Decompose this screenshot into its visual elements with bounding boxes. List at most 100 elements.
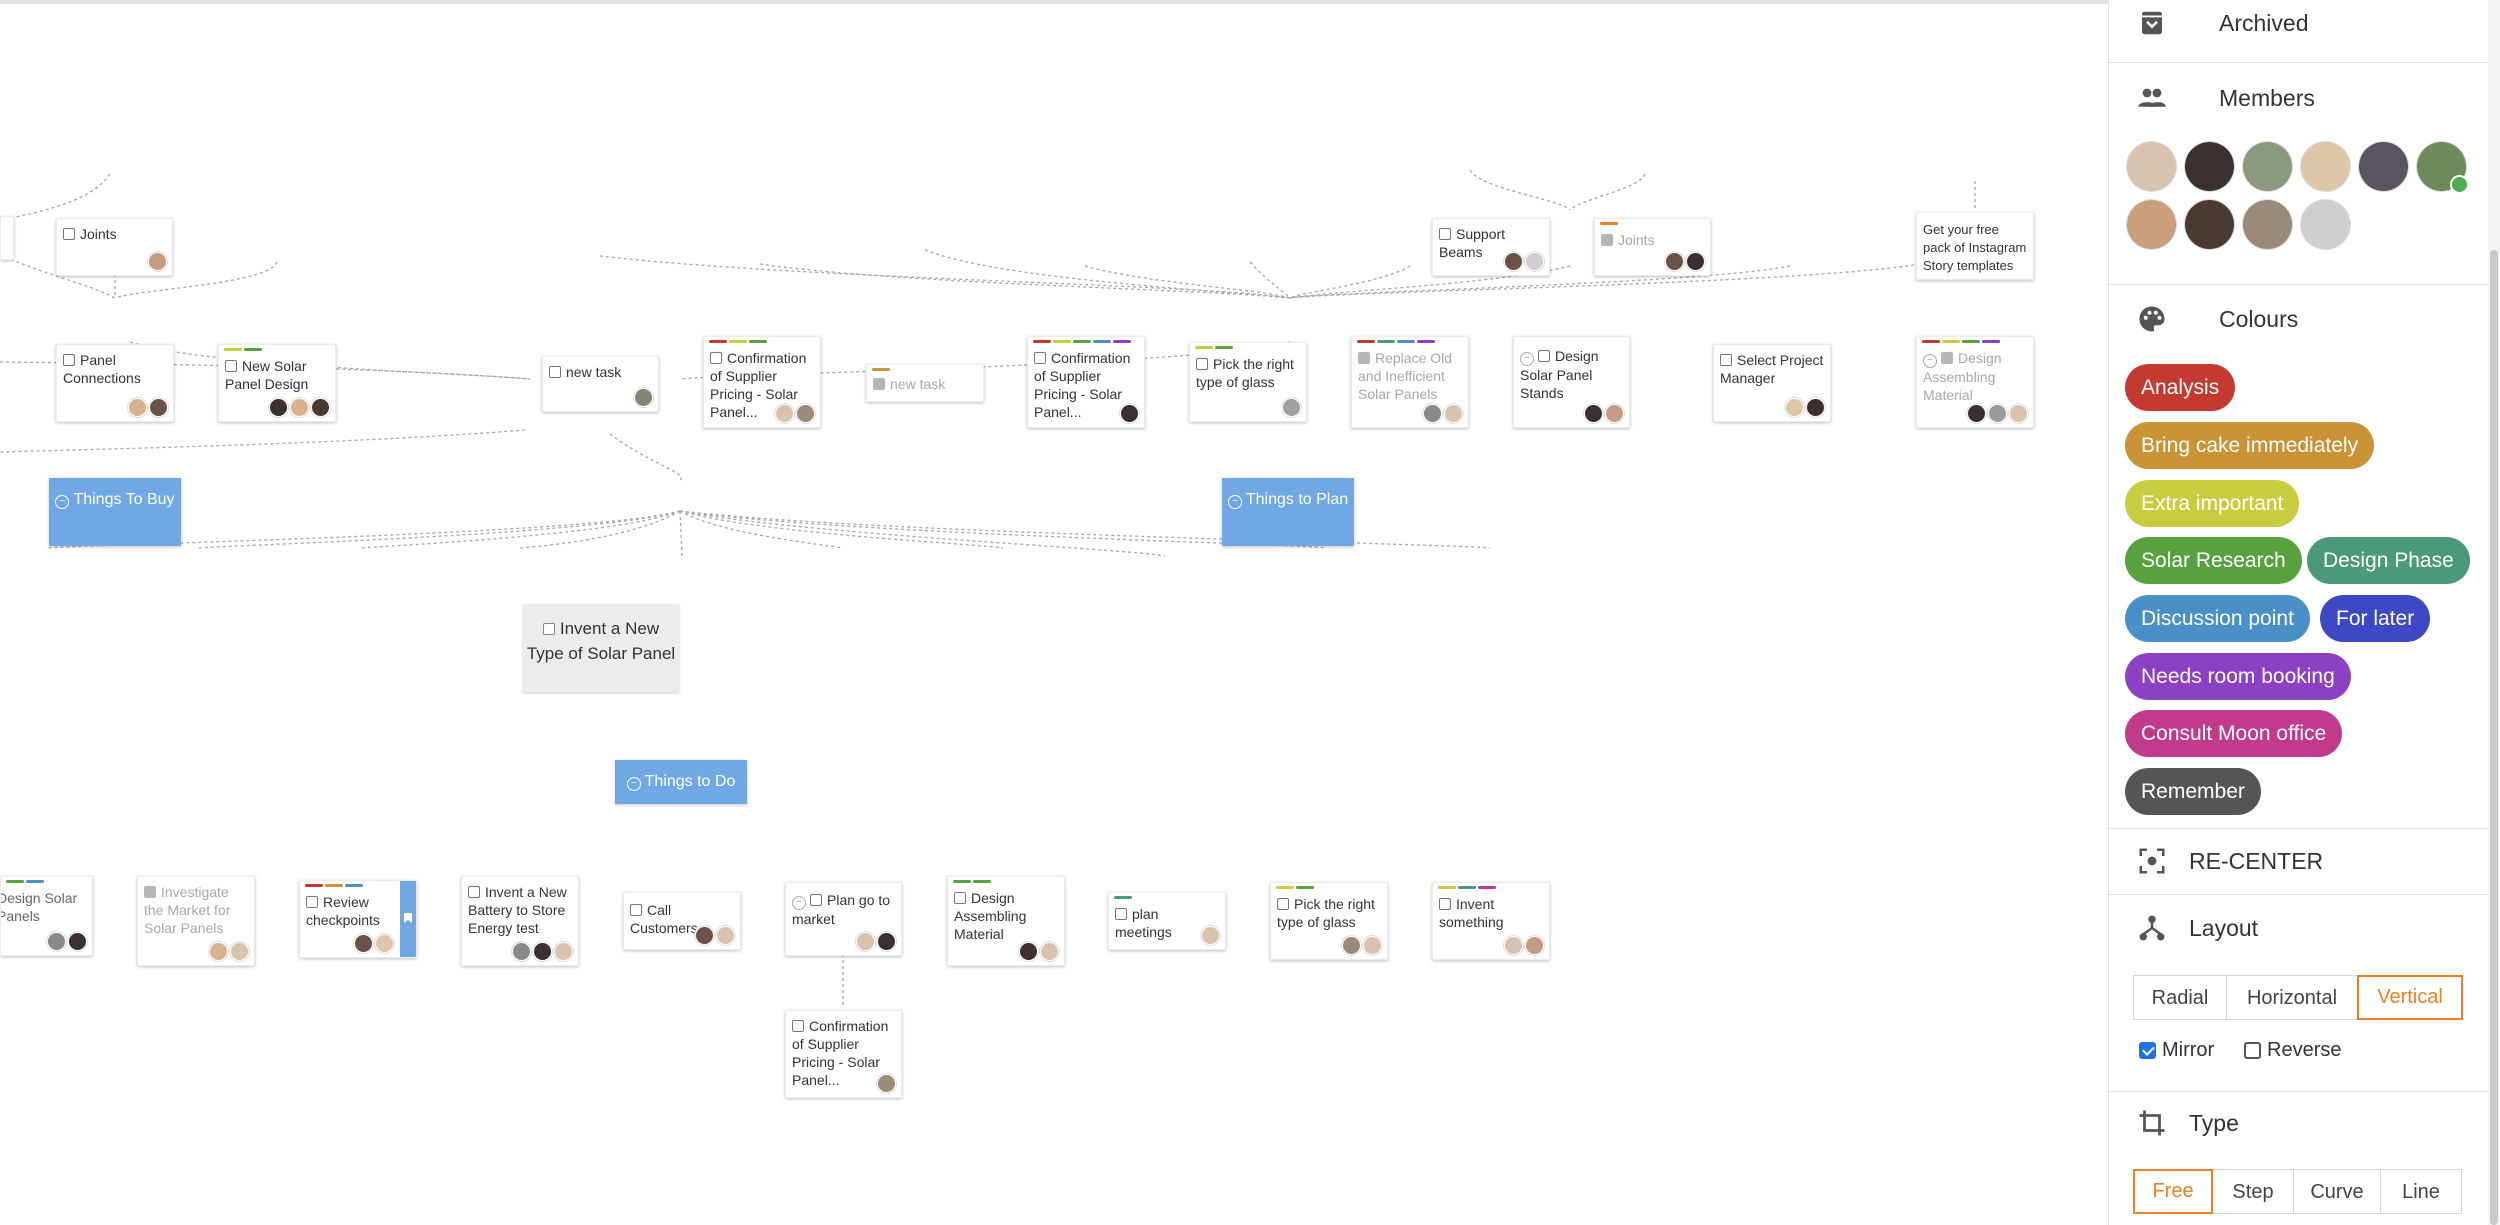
member-avatar[interactable] [2127, 142, 2176, 191]
card-joints-done[interactable]: Joints [1594, 218, 1711, 276]
recenter-section[interactable]: RE-CENTER [2109, 828, 2489, 894]
card-pick-glass[interactable]: Pick the right type of glass [1189, 342, 1307, 422]
checkbox[interactable] [549, 366, 561, 378]
card-invent-something[interactable]: Invent something [1432, 882, 1550, 960]
scrollbar-thumb[interactable] [2490, 250, 2498, 1225]
checkbox[interactable] [1941, 352, 1953, 364]
card-replace-old-panels[interactable]: Replace Old and Inefficient Solar Panels [1351, 336, 1469, 428]
card-cut-left[interactable] [0, 216, 14, 260]
card-select-pm[interactable]: Select Project Manager [1713, 344, 1831, 422]
checkbox[interactable] [1439, 898, 1451, 910]
collapse-icon[interactable]: − [55, 495, 70, 509]
colour-chip[interactable]: Bring cake immediately [2125, 422, 2375, 469]
card-design-assembling-material[interactable]: Design Assembling Material [947, 876, 1065, 966]
member-avatar[interactable] [2301, 200, 2350, 249]
checkbox[interactable] [1439, 228, 1451, 240]
type-option-step[interactable]: Step [2212, 1169, 2294, 1214]
card-new-task[interactable]: new task [542, 356, 659, 412]
group-things-to-buy[interactable]: −Things To Buy [49, 478, 181, 546]
layout-option-vertical[interactable]: Vertical [2357, 975, 2463, 1020]
checkbox[interactable] [1277, 898, 1289, 910]
card-review-checkpoints[interactable]: Review checkpoints [299, 880, 417, 958]
checkbox[interactable] [954, 892, 966, 904]
colour-chip[interactable]: Analysis [2125, 364, 2236, 411]
checkbox[interactable] [468, 886, 480, 898]
checkbox[interactable] [710, 352, 722, 364]
group-things-to-do[interactable]: −Things to Do [615, 760, 747, 804]
type-option-free[interactable]: Free [2133, 1169, 2213, 1214]
colour-chip[interactable]: Discussion point [2125, 595, 2310, 642]
card-investigate-market[interactable]: Investigate the Market for Solar Panels [137, 876, 255, 966]
checkbox[interactable] [306, 896, 318, 908]
checkbox[interactable] [63, 228, 75, 240]
recenter-button[interactable]: RE-CENTER [2137, 846, 2323, 876]
member-avatar[interactable] [2359, 142, 2408, 191]
card-instagram-templates[interactable]: Get your free pack of Instagram Story te… [1916, 212, 2034, 280]
layout-option-horizontal[interactable]: Horizontal [2226, 975, 2358, 1020]
card-design-assembling-material[interactable]: −Design Assembling Material [1916, 336, 2034, 428]
colour-chip[interactable]: Remember [2125, 768, 2261, 815]
checkbox[interactable] [1538, 350, 1550, 362]
card-confirmation-supplier[interactable]: Confirmation of Supplier Pricing - Solar… [785, 1010, 902, 1098]
checkbox[interactable] [1601, 234, 1613, 246]
card-support-beams[interactable]: Support Beams [1432, 218, 1550, 276]
checkbox[interactable] [1034, 352, 1046, 364]
checkbox[interactable] [810, 894, 822, 906]
checkbox[interactable] [1196, 358, 1208, 370]
card-new-solar-panel-design[interactable]: New Solar Panel Design [218, 344, 336, 422]
collapse-icon[interactable]: − [1227, 495, 1242, 509]
mind-map-canvas[interactable]: Joints Panel Connections New Solar Panel… [0, 4, 2108, 1225]
card-new-task-done[interactable]: new task [866, 364, 984, 402]
reverse-check-box[interactable] [2244, 1042, 2261, 1059]
colour-chip[interactable]: Extra important [2125, 480, 2300, 527]
layout-option-radial[interactable]: Radial [2133, 975, 2227, 1020]
card-panel-connections[interactable]: Panel Connections [56, 344, 174, 422]
card-plan-meetings[interactable]: plan meetings [1108, 892, 1226, 950]
collapse-icon[interactable]: − [626, 777, 641, 791]
card-call-customers[interactable]: Call Customers [623, 892, 741, 950]
member-avatar[interactable] [2301, 142, 2350, 191]
checkbox[interactable] [542, 623, 555, 635]
colour-chip[interactable]: Solar Research [2125, 537, 2302, 584]
member-avatar[interactable] [2185, 142, 2234, 191]
collapse-icon[interactable]: − [792, 896, 806, 910]
colour-chip[interactable]: Needs room booking [2125, 653, 2351, 700]
card-plan-go-to-market[interactable]: −Plan go to market [785, 882, 902, 956]
root-node[interactable]: Invent a New Type of Solar Panel [523, 604, 679, 692]
member-avatar[interactable] [2243, 200, 2292, 249]
card-invent-battery[interactable]: Invent a New Battery to Store Energy tes… [461, 876, 579, 966]
member-avatar[interactable] [2417, 142, 2469, 194]
card-pick-glass[interactable]: Pick the right type of glass [1270, 882, 1388, 960]
reverse-checkbox[interactable]: Reverse [2244, 1039, 2341, 1062]
card-confirmation-supplier[interactable]: Confirmation of Supplier Pricing - Solar… [703, 336, 821, 428]
checkbox[interactable] [873, 378, 885, 390]
member-avatar[interactable] [2185, 200, 2234, 249]
mirror-checkbox[interactable]: Mirror [2139, 1039, 2214, 1062]
panel-scrollbar[interactable] [2488, 0, 2500, 1225]
checkbox[interactable] [630, 904, 642, 916]
colour-chip[interactable]: For later [2320, 595, 2431, 642]
card-design-stands[interactable]: −Design Solar Panel Stands [1513, 336, 1630, 428]
checkbox[interactable] [225, 360, 237, 372]
checkbox[interactable] [1720, 354, 1732, 366]
checkbox[interactable] [63, 354, 75, 366]
checkbox[interactable] [1115, 908, 1127, 920]
checkbox[interactable] [1358, 352, 1370, 364]
type-option-curve[interactable]: Curve [2293, 1169, 2381, 1214]
card-design-solar-panels[interactable]: Design Solar Panels [0, 876, 93, 956]
archived-header[interactable]: Archived [2137, 8, 2308, 38]
colour-chip[interactable]: Consult Moon office [2125, 710, 2343, 757]
checkbox[interactable] [144, 886, 156, 898]
member-avatar[interactable] [2243, 142, 2292, 191]
member-avatar[interactable] [2127, 200, 2176, 249]
type-option-line[interactable]: Line [2380, 1169, 2462, 1214]
archived-section[interactable]: Archived [2109, 0, 2489, 63]
colour-chip[interactable]: Design Phase [2307, 537, 2470, 584]
bookmark-tab[interactable] [400, 881, 416, 957]
collapse-icon[interactable]: − [1520, 352, 1534, 366]
collapse-icon[interactable]: − [1923, 354, 1937, 368]
checkbox[interactable] [792, 1020, 804, 1032]
card-joints[interactable]: Joints [56, 218, 173, 276]
card-confirmation-supplier[interactable]: Confirmation of Supplier Pricing - Solar… [1027, 336, 1145, 428]
group-things-to-plan[interactable]: −Things to Plan [1222, 478, 1354, 546]
